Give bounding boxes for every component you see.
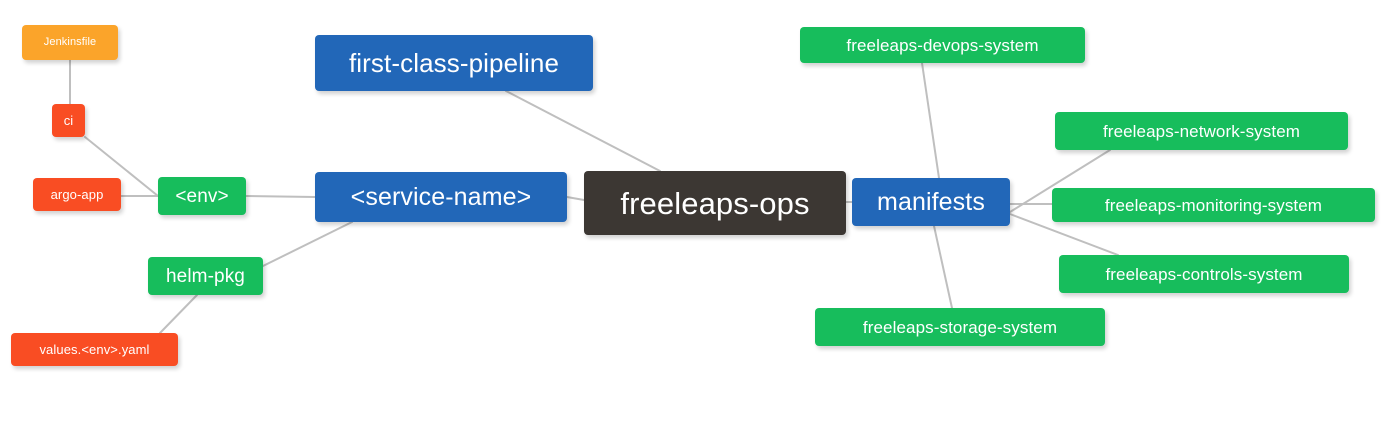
- node-label: freeleaps-network-system: [1102, 121, 1301, 141]
- node-label: helm-pkg: [166, 265, 245, 287]
- node-freeleaps-controls-system[interactable]: freeleaps-controls-system: [1059, 255, 1349, 293]
- edge-helm-pkg-to-service-name: [262, 221, 353, 267]
- node-manifests[interactable]: manifests: [852, 178, 1010, 226]
- node-label: Jenkinsfile: [43, 36, 97, 48]
- node-label: first-class-pipeline: [348, 48, 560, 78]
- node-service-name[interactable]: <service-name>: [315, 172, 567, 222]
- node-label: <env>: [175, 185, 229, 207]
- node-label: freeleaps-storage-system: [862, 317, 1058, 337]
- node-jenkinsfile[interactable]: Jenkinsfile: [22, 25, 118, 60]
- node-label: freeleaps-devops-system: [846, 35, 1039, 55]
- node-label: <service-name>: [350, 182, 532, 211]
- node-freeleaps-monitoring-system[interactable]: freeleaps-monitoring-system: [1052, 188, 1375, 222]
- edge-service-name-to-freeleaps-ops: [566, 196, 585, 201]
- edge-values-env-yaml-to-helm-pkg: [159, 294, 198, 334]
- node-label: freeleaps-monitoring-system: [1104, 195, 1323, 215]
- node-helm-pkg[interactable]: helm-pkg: [148, 257, 263, 295]
- node-label: manifests: [877, 187, 985, 216]
- node-values-env-yaml[interactable]: values.<env>.yaml: [11, 333, 178, 366]
- node-label: freeleaps-controls-system: [1105, 264, 1303, 284]
- node-freeleaps-devops-system[interactable]: freeleaps-devops-system: [800, 27, 1085, 63]
- node-freeleaps-network-system[interactable]: freeleaps-network-system: [1055, 112, 1348, 150]
- edge-manifests-to-freeleaps-devops-system: [921, 62, 940, 179]
- node-ci[interactable]: ci: [52, 104, 85, 137]
- node-label: values.<env>.yaml: [39, 342, 150, 357]
- node-argo-app[interactable]: argo-app: [33, 178, 121, 211]
- node-freeleaps-storage-system[interactable]: freeleaps-storage-system: [815, 308, 1105, 346]
- edge-manifests-to-freeleaps-storage-system: [933, 225, 953, 309]
- node-env[interactable]: <env>: [158, 177, 246, 215]
- edge-first-class-pipeline-to-freeleaps-ops: [505, 90, 661, 172]
- node-first-class-pipeline[interactable]: first-class-pipeline: [315, 35, 593, 91]
- node-label: freeleaps-ops: [620, 185, 810, 221]
- node-label: argo-app: [50, 187, 104, 202]
- node-label: ci: [63, 113, 74, 128]
- edge-env-to-service-name: [245, 195, 316, 198]
- node-freeleaps-ops[interactable]: freeleaps-ops: [584, 171, 846, 235]
